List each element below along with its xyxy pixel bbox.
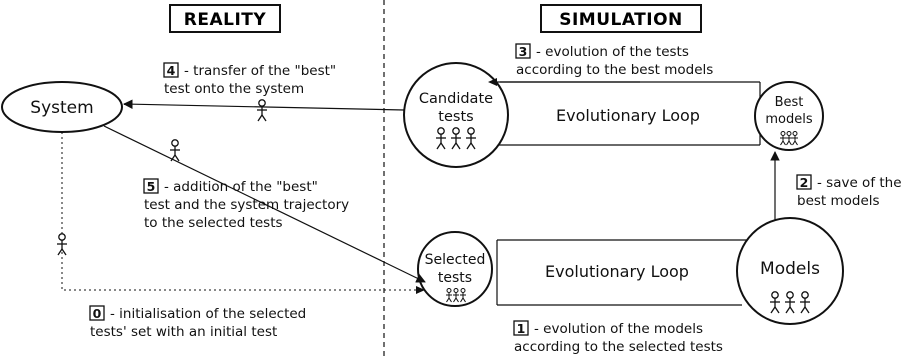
system-label: System [30,98,93,118]
best-models-label-2: models [765,112,812,127]
arrow-head-icon [488,78,497,86]
candidate-tests-label-1: Candidate [419,91,493,107]
reality-header-label: REALITY [184,10,267,30]
arrow-head-icon [416,286,425,294]
stick-figure-icon [56,233,68,256]
models-label: Models [760,259,820,279]
step-3-line-1: - evolution of the tests [536,44,689,60]
arrow-step-4 [123,99,405,111]
selected-tests-label-1: Selected [425,252,486,268]
step-4-number: 4 [167,63,176,78]
step-5-line-2: test and the system trajectory [144,197,349,213]
step-4-annotation: 4 - transfer of the "best" test onto the… [163,62,336,97]
step-0-annotation: 0 - initialisation of the selected tests… [89,305,306,340]
arrow-step-5 [103,125,426,283]
dotted-path-step-0 [61,132,418,291]
step-0-number: 0 [93,306,102,321]
system-node: System [1,81,123,133]
step-1-annotation: 1 - evolution of the models according to… [513,320,723,355]
best-models-label-1: Best [775,95,804,110]
step-0-line-2: tests' set with an initial test [90,324,277,340]
models-node: Models [736,217,844,325]
step-2-annotation: 2 - save of the best models [796,174,902,209]
step-1-number: 1 [517,321,526,336]
candidate-tests-node: Candidate tests [403,62,509,168]
top-loop-label: Evolutionary Loop [556,106,700,125]
stick-figure-icon [169,139,181,162]
step-5-line-3: to the selected tests [144,215,283,231]
step-5-number: 5 [147,179,156,194]
step-2-number: 2 [800,175,809,190]
selected-tests-label-2: tests [438,270,472,286]
stick-figure-icon [256,99,268,122]
step-3-annotation: 3 - evolution of the tests according to … [515,43,713,78]
step-4-line-2: test onto the system [164,81,304,97]
bottom-loop-label: Evolutionary Loop [545,262,689,281]
step-1-line-1: - evolution of the models [534,321,703,337]
step-2-line-1: - save of the [817,175,902,191]
step-0-line-1: - initialisation of the selected [110,306,306,322]
candidate-tests-label-2: tests [438,109,473,125]
bottom-evolutionary-loop: Evolutionary Loop [496,239,760,306]
step-1-line-2: according to the selected tests [514,339,723,355]
reality-header: REALITY [169,4,281,33]
top-evolutionary-loop: Evolutionary Loop [497,81,761,146]
selected-tests-node: Selected tests [417,231,493,307]
simulation-header-label: SIMULATION [559,10,683,30]
step-5-line-1: - addition of the "best" [164,179,318,195]
step-5-annotation: 5 - addition of the "best" test and the … [143,178,349,231]
best-models-node: Best models [754,81,824,151]
step-4-line-1: - transfer of the "best" [184,63,336,79]
simulation-header: SIMULATION [540,4,702,33]
step-2-line-2: best models [797,193,880,209]
step-3-number: 3 [519,44,528,59]
step-3-line-2: according to the best models [516,62,713,78]
